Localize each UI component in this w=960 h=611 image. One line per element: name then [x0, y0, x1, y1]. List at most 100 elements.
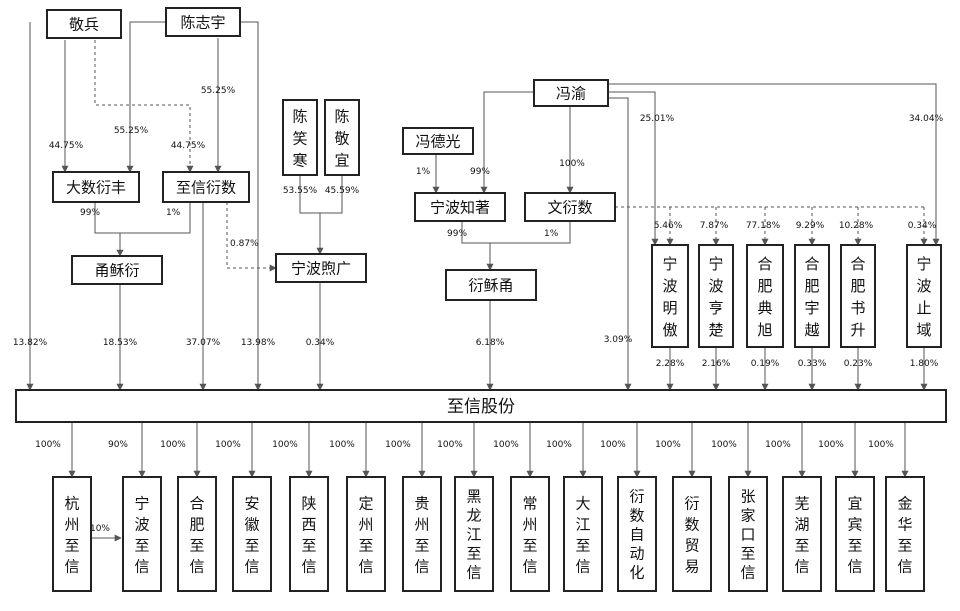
node-hfyuyue: 合肥宇越: [794, 244, 830, 348]
node-nbmingao: 宁波明傲: [651, 244, 689, 348]
node-sub-2-label: 合肥至信: [189, 494, 204, 575]
pct-company-sub-1: 90%: [108, 440, 128, 450]
pct-company-sub-10: 100%: [600, 440, 626, 450]
node-sub-4-label: 陕西至信: [301, 494, 316, 575]
node-nbzhiyu: 宁波止域: [906, 244, 942, 348]
pct-company-sub-11: 100%: [655, 440, 681, 450]
node-yongsuyan-label: 甬稣衍: [94, 261, 139, 279]
pct-yuyue-company: 0.33%: [798, 359, 827, 369]
pct-paoguang-company: 0.34%: [306, 338, 335, 348]
pct-company-sub-9: 100%: [546, 440, 572, 450]
node-sub-5: 定州至信: [346, 476, 386, 592]
pct-zhixin-paoguang: 0.87%: [230, 239, 259, 249]
node-sub-12: 张家口至信: [728, 476, 768, 592]
node-ningbozhizhu-label: 宁波知著: [430, 198, 490, 216]
node-chenzhiyu-label: 陈志宇: [180, 13, 225, 31]
pct-mingao-company: 2.28%: [656, 359, 685, 369]
node-sub-14-label: 宜宾至信: [847, 494, 862, 575]
pct-yansu-company: 6.18%: [476, 338, 505, 348]
pct-company-sub-3: 100%: [215, 440, 241, 450]
node-dashuyanfeng: 大数衍丰: [52, 171, 140, 203]
node-hfdianxu-label: 合肥典旭: [757, 255, 772, 339]
edge-aobing-zhixin: [94, 40, 194, 173]
node-sub-1-label: 宁波至信: [134, 494, 149, 575]
edge-fengyu-company: [608, 97, 632, 391]
pct-wen-hengchu: 7.87%: [700, 221, 729, 231]
pct-company-sub-7: 100%: [437, 440, 463, 450]
edge-fengyu-zhizhu: [480, 91, 535, 194]
pct-wen-zhiyu: 0.34%: [908, 221, 937, 231]
pct-dashu-yongsu: 99%: [80, 208, 100, 218]
pct-company-sub-13: 100%: [765, 440, 791, 450]
node-sub-6: 贵州至信: [402, 476, 442, 592]
edge-dashu-yongsu: [94, 202, 124, 257]
node-sub-2: 合肥至信: [177, 476, 217, 592]
node-ningbopaoguang: 宁波煦广: [275, 253, 367, 283]
edge-cxh-paoguang: [299, 175, 320, 214]
edge-zhizhu-yansu: [461, 222, 494, 271]
node-fengdeguang: 冯德光: [402, 127, 474, 155]
pct-fengyu-wen: 100%: [559, 159, 585, 169]
pct-aobing-company: 13.82%: [13, 338, 48, 348]
node-sub-8: 常州至信: [510, 476, 550, 592]
node-sub-13-label: 芜湖至信: [794, 494, 809, 575]
node-sub-5-label: 定州至信: [358, 494, 373, 575]
node-chenjingyi-label: 陈敬宜: [334, 108, 349, 170]
node-zhixinyanshu-label: 至信衍数: [176, 178, 236, 196]
edge-zhixin-paoguang: [226, 202, 277, 272]
pct-chen-zhixin: 55.25%: [201, 86, 236, 96]
edge-zhixin-yongsu: [120, 202, 191, 234]
node-chenxiaohan: 陈笑寒: [282, 99, 318, 176]
node-wenyanshu: 文衍数: [524, 192, 616, 222]
edge-cjy-paoguang: [320, 175, 343, 214]
node-sub-0-label: 杭州至信: [64, 494, 79, 575]
pct-aobing-dashu: 44.75%: [49, 141, 84, 151]
node-sub-4: 陕西至信: [289, 476, 329, 592]
node-chenxiaohan-label: 陈笑寒: [292, 108, 307, 170]
pct-fdg-zhizhu: 1%: [416, 167, 431, 177]
pct-aobing-zhixin: 44.75%: [171, 141, 206, 151]
pct-cjy-paoguang: 45.59%: [325, 186, 360, 196]
node-wenyanshu-label: 文衍数: [547, 198, 592, 216]
node-nbmingao-label: 宁波明傲: [662, 255, 677, 339]
node-sub-10-label: 衍数自动化: [629, 487, 644, 581]
pct-company-sub-6: 100%: [385, 440, 411, 450]
node-hfshusheng-label: 合肥书升: [850, 255, 865, 339]
pct-fengyu-company: 3.09%: [604, 335, 633, 345]
pct-company-sub-2: 100%: [160, 440, 186, 450]
pct-yongsu-company: 18.53%: [103, 338, 138, 348]
pct-company-sub-12: 100%: [711, 440, 737, 450]
node-aobing: 敬兵: [46, 9, 122, 39]
node-sub-10: 衍数自动化: [617, 476, 657, 592]
pct-wen-yansu: 1%: [544, 229, 559, 239]
pct-company-sub-0: 100%: [35, 440, 61, 450]
node-hfdianxu: 合肥典旭: [746, 244, 784, 348]
edge-fengyu-mingao: [608, 91, 659, 246]
node-sub-9-label: 大江至信: [575, 494, 590, 575]
node-hfshusheng: 合肥书升: [840, 244, 876, 348]
node-company: 至信股份: [15, 389, 947, 423]
node-fengyu-label: 冯渝: [556, 84, 586, 102]
node-yongsuyan: 甬稣衍: [71, 255, 163, 285]
node-chenzhiyu: 陈志宇: [165, 7, 241, 37]
node-company-label: 至信股份: [447, 397, 515, 417]
node-yansuyong: 衍稣甬: [445, 269, 537, 301]
node-fengyu: 冯渝: [533, 79, 609, 107]
node-sub-12-label: 张家口至信: [740, 487, 755, 581]
pct-zhixin-company: 37.07%: [186, 338, 221, 348]
node-sub-11-label: 衍数贸易: [684, 494, 699, 575]
pct-wen-yuyue: 9.29%: [796, 221, 825, 231]
node-sub-7-label: 黑龙江至信: [466, 487, 481, 581]
pct-hengchu-company: 2.16%: [702, 359, 731, 369]
pct-zhiyu-company: 1.80%: [910, 359, 939, 369]
pct-zhizhu-yansu: 99%: [447, 229, 467, 239]
node-ningbopaoguang-label: 宁波煦广: [291, 259, 351, 277]
pct-shusheng-company: 0.23%: [844, 359, 873, 369]
node-sub-15: 金华至信: [885, 476, 925, 592]
node-nbhengchu-label: 宁波亨楚: [708, 255, 723, 339]
node-hfyuyue-label: 合肥宇越: [804, 255, 819, 339]
node-dashuyanfeng-label: 大数衍丰: [66, 178, 126, 196]
node-sub-13: 芜湖至信: [782, 476, 822, 592]
pct-chen-dashu: 55.25%: [114, 126, 149, 136]
